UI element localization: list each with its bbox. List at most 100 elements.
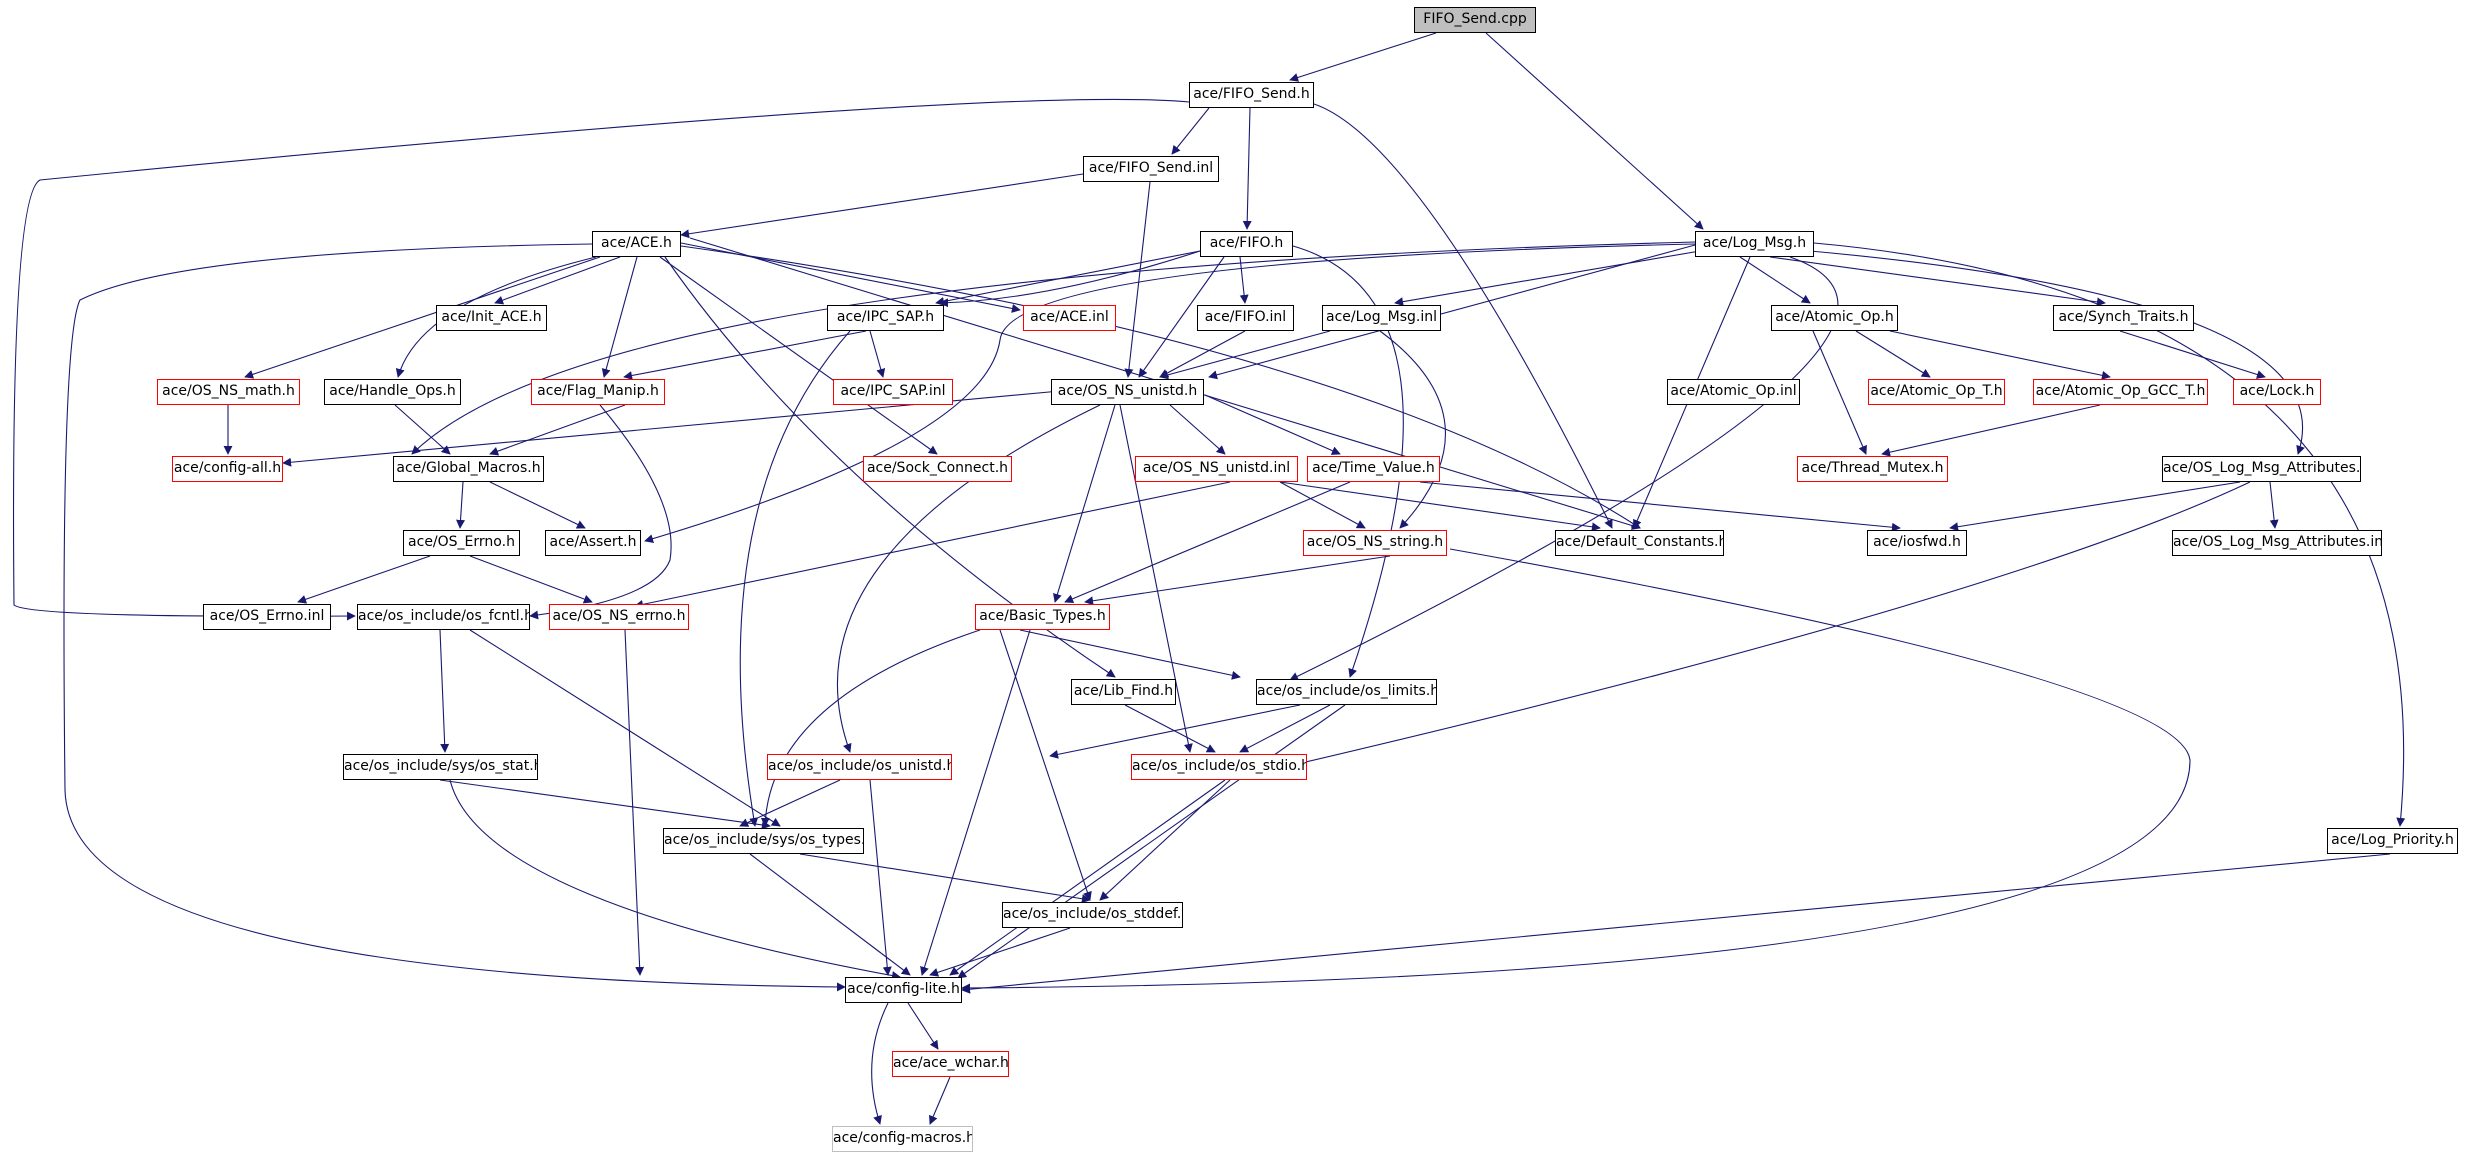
node-fifo-send-inl[interactable]: ace/FIFO_Send.inl [1083,156,1219,182]
node-os-ns-unistd-inl[interactable]: ace/OS_NS_unistd.inl [1135,456,1298,482]
dependency-edge [1419,481,1901,532]
dependency-edge [939,250,1201,308]
dependency-edge [2119,330,2266,379]
node-ace-wchar-h[interactable]: ace/ace_wchar.h [892,1051,1009,1077]
node-os-errno-h[interactable]: ace/OS_Errno.h [403,530,520,556]
node-os-ns-unistd-h[interactable]: ace/OS_NS_unistd.h [1051,379,1204,405]
node-config-all-h[interactable]: ace/config-all.h [172,456,283,482]
dependency-edge [749,853,911,976]
node-os-stddef-h[interactable]: ace/os_include/os_stddef.h [1002,902,1183,928]
dependency-edge [739,779,841,827]
dependency-edge [869,779,892,976]
node-synch-traits-h[interactable]: ace/Synch_Traits.h [2053,305,2194,331]
node-os-unistd-h[interactable]: ace/os_include/os_unistd.h [767,754,952,780]
dependency-edge [1049,704,1301,759]
dependency-edge [439,629,450,753]
dependency-edge [469,555,593,604]
dependency-edge [1485,32,1704,230]
dependency-edge [1159,330,1331,380]
node-atomic-op-h[interactable]: ace/Atomic_Op.h [1771,305,1898,331]
dependency-edge [999,629,1092,901]
dependency-edge [1019,629,1241,680]
node-os-ns-math-h[interactable]: ace/OS_NS_math.h [157,379,300,405]
node-ace-inl[interactable]: ace/ACE.inl [1023,305,1116,331]
node-atomic-op-t-h[interactable]: ace/Atomic_Op_T.h [1868,379,2005,405]
node-ipc-sap-h[interactable]: ace/IPC_SAP.h [827,305,944,331]
node-ipc-sap-inl[interactable]: ace/IPC_SAP.inl [833,379,953,405]
dependency-edge [1813,242,2406,827]
dependency-edge [1809,250,2305,455]
node-lock-h[interactable]: ace/Lock.h [2233,379,2321,405]
node-os-log-msg-attributes-h[interactable]: ace/OS_Log_Msg_Attributes.h [2162,456,2361,482]
node-fifo-h[interactable]: ace/FIFO.h [1200,231,1293,257]
node-init-ace-h[interactable]: ace/Init_ACE.h [436,305,547,331]
node-fifo-inl[interactable]: ace/FIFO.inl [1197,305,1294,331]
node-iosfwd-h[interactable]: ace/iosfwd.h [1867,530,1967,556]
dependency-edge [244,256,601,379]
node-handle-ops-h[interactable]: ace/Handle_Ops.h [324,379,461,405]
node-os-ns-string-h[interactable]: ace/OS_NS_string.h [1303,530,1447,556]
dependency-edge [1394,250,1701,307]
dependency-edge [935,250,1201,306]
node-log-msg-inl[interactable]: ace/Log_Msg.inl [1322,305,1441,331]
dependency-edge [12,98,1190,621]
dependency-edge [1949,481,2241,532]
node-config-lite-h[interactable]: ace/config-lite.h [845,977,962,1003]
dependency-edge [1064,481,1351,604]
dependency-edge [297,555,431,604]
dependency-edge [494,256,621,305]
dependency-edge [1279,481,1601,532]
dependency-edge [2269,481,2279,529]
node-config-macros-h: ace/config-macros.h [832,1126,973,1152]
dependency-edge [957,704,1346,979]
dependency-edge [961,548,2191,993]
node-log-priority-h[interactable]: ace/Log_Priority.h [2327,828,2458,854]
dependency-edge [739,330,851,827]
node-os-limits-h[interactable]: ace/os_include/os_limits.h [1256,679,1437,705]
dependency-edge [489,481,586,529]
dependency-edge [1769,256,2106,307]
dependency-edge [439,779,771,830]
dependency-edge [1119,404,1193,753]
dependency-edge [411,241,1696,455]
dependency-edge [1204,394,1341,455]
dependency-edge [1292,245,1404,678]
node-thread-mutex-h[interactable]: ace/Thread_Mutex.h [1797,456,1948,482]
node-default-constants-h[interactable]: ace/Default_Constants.h [1555,530,1724,556]
node-assert-h[interactable]: ace/Assert.h [545,530,641,556]
dependency-edge [394,404,451,455]
node-fifo-send-h[interactable]: ace/FIFO_Send.h [1189,82,1314,108]
dependency-edge [1159,330,1246,378]
node-log-msg-h[interactable]: ace/Log_Msg.h [1695,231,1814,257]
dependency-edges [12,32,2406,1125]
node-global-macros-h[interactable]: ace/Global_Macros.h [393,456,544,482]
dependency-edge [961,853,2391,994]
node-os-stdio-h[interactable]: ace/os_include/os_stdio.h [1131,754,1307,780]
node-lib-find-h[interactable]: ace/Lib_Find.h [1071,679,1176,705]
node-time-value-h[interactable]: ace/Time_Value.h [1307,456,1440,482]
node-os-stat-h[interactable]: ace/os_include/sys/os_stat.h [343,754,538,780]
dependency-edge [1279,481,2251,771]
node-sock-connect-h[interactable]: ace/Sock_Connect.h [863,456,1012,482]
dependency-edge [624,629,645,976]
node-ace-h[interactable]: ace/ACE.h [592,231,681,257]
node-os-log-msg-attributes-inl[interactable]: ace/OS_Log_Msg_Attributes.inl [2172,530,2382,556]
node-os-ns-errno-h[interactable]: ace/OS_NS_errno.h [549,604,689,630]
node-os-types-h[interactable]: ace/os_include/sys/os_types.h [663,828,864,854]
dependency-edge [1208,244,1696,380]
dependency-edge [799,853,1091,904]
dependency-edge [659,256,938,455]
node-atomic-op-gcc-t-h[interactable]: ace/Atomic_Op_GCC_T.h [2033,379,2208,405]
dependency-edge [1313,103,1613,529]
node-os-errno-inl[interactable]: ace/OS_Errno.inl [203,604,331,630]
dependency-edge [1881,404,2101,457]
node-os-fcntl-h[interactable]: ace/os_include/os_fcntl.h [357,604,530,630]
node-basic-types-h[interactable]: ace/Basic_Types.h [975,604,1110,630]
node-atomic-op-inl[interactable]: ace/Atomic_Op.inl [1667,379,1800,405]
dependency-edge [623,330,867,380]
dependency-edge [929,927,1071,977]
node-flag-manip-h[interactable]: ace/Flag_Manip.h [531,379,665,405]
dependency-edge [456,481,466,529]
